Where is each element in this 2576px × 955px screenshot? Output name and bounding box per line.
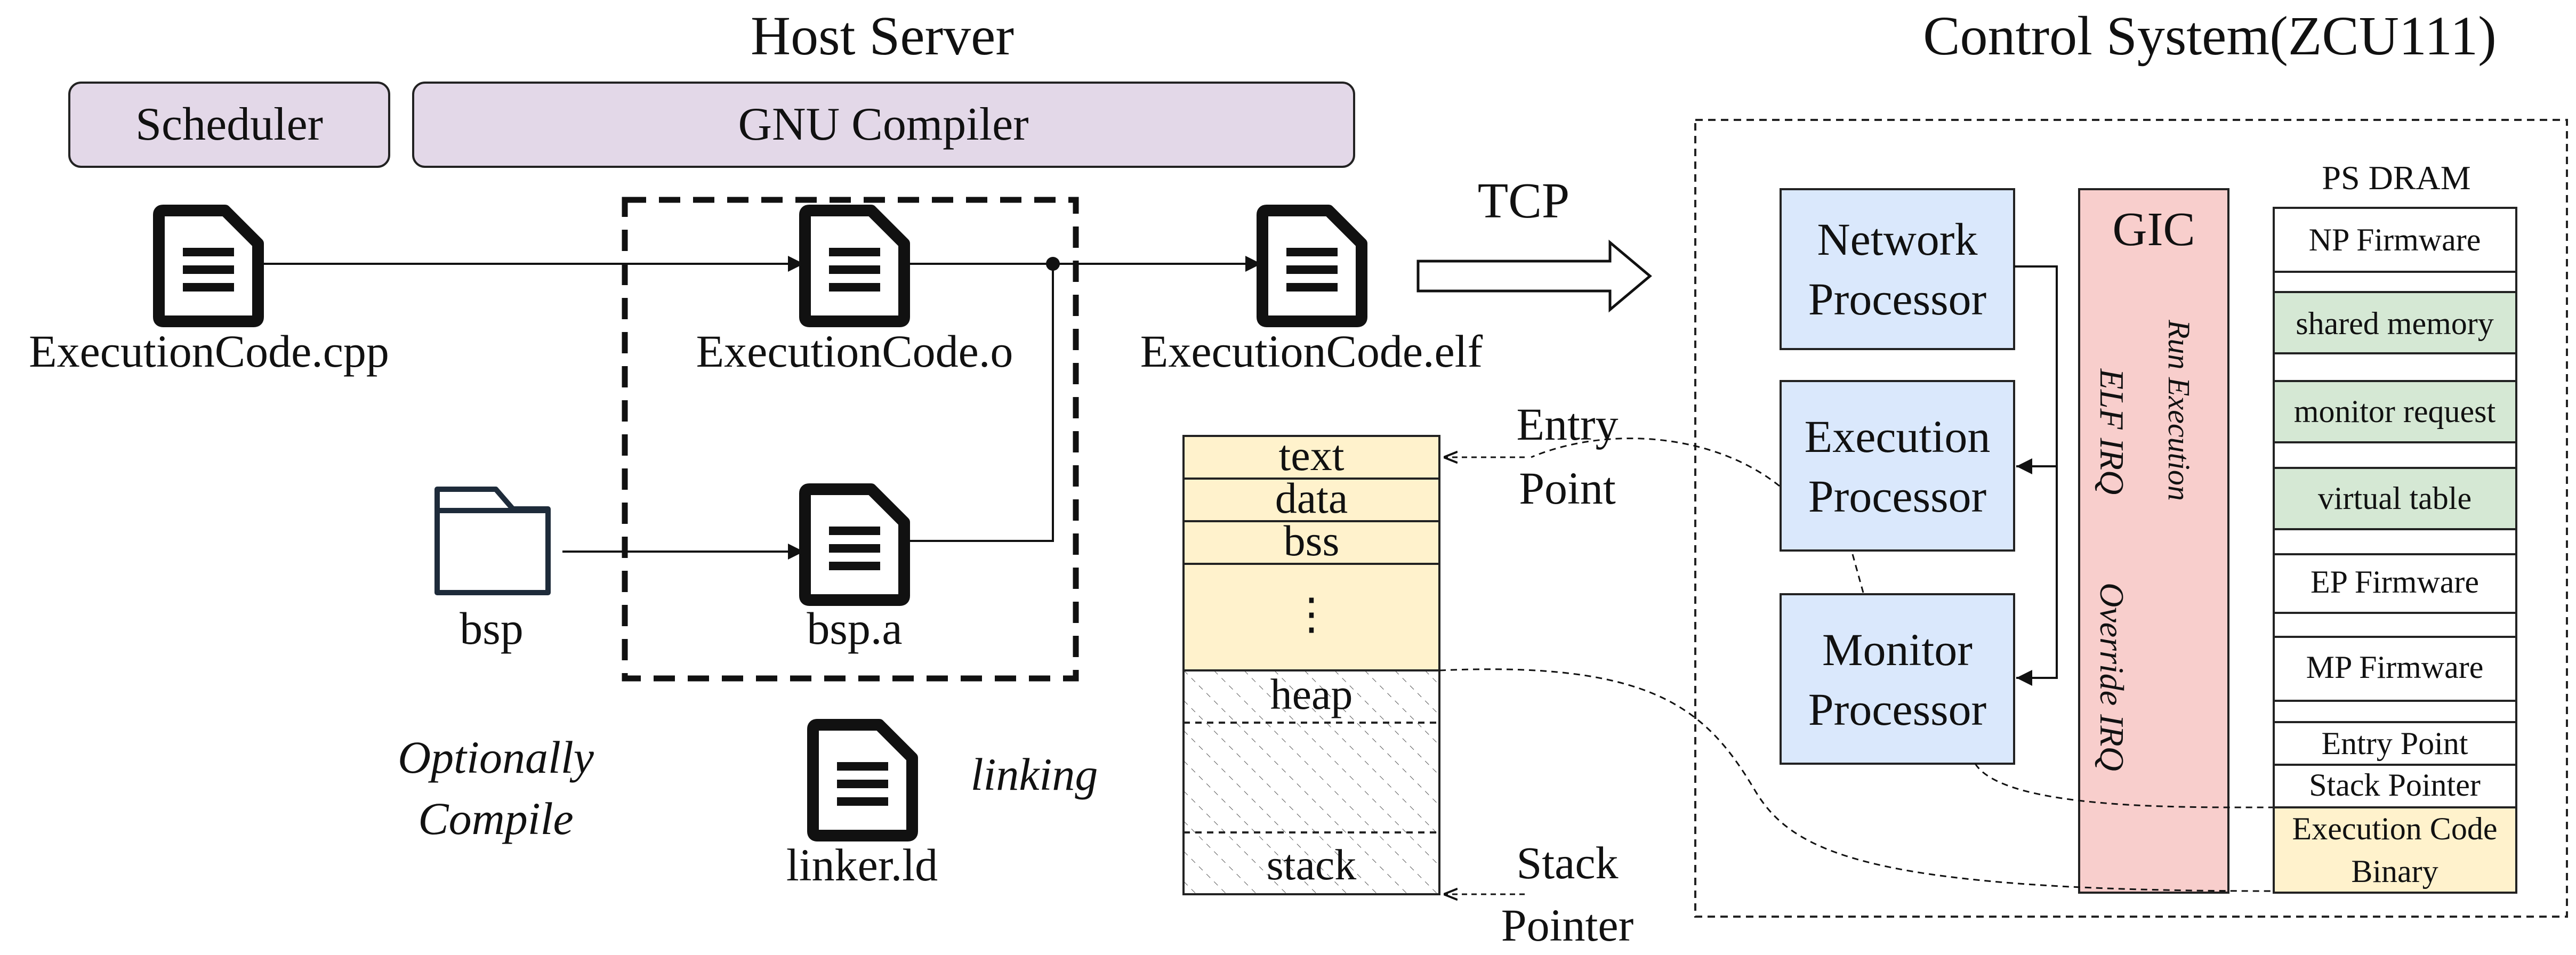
gic-box: GIC Run Execution ELF IRQ Override IRQ <box>2078 188 2229 894</box>
elf-file-icon <box>1257 205 1367 327</box>
elf-irq-label: ELF IRQ <box>2093 368 2131 495</box>
dram-binary-line2: Binary <box>2351 854 2438 889</box>
override-irq-label: Override IRQ <box>2093 582 2131 771</box>
ps-dram-stack: NP Firmware shared memory monitor reques… <box>2273 207 2517 894</box>
gnu-compiler-box: GNU Compiler <box>412 82 1355 168</box>
gnu-compiler-label: GNU Compiler <box>738 99 1028 150</box>
bsp-a-file-icon <box>799 483 910 606</box>
network-processor-label-line2: Processor <box>1808 273 1986 325</box>
dram-binary-line1: Execution Code <box>2292 811 2498 846</box>
optional-compile-note-line2: Compile <box>418 793 573 844</box>
dram-stack-pointer: Stack Pointer <box>2309 767 2481 803</box>
dram-mp-firmware: MP Firmware <box>2306 650 2484 685</box>
mem-bss-section: bss <box>1284 516 1340 565</box>
dram-np-firmware: NP Firmware <box>2309 222 2481 257</box>
dram-entry-point: Entry Point <box>2321 726 2468 761</box>
bsp-a-to-junction-line <box>905 264 1054 542</box>
mem-stack-section: stack <box>1267 840 1356 889</box>
monitor-processor-label-line2: Processor <box>1808 684 1986 735</box>
linking-region <box>622 197 1079 682</box>
mp-to-stack-pointer-dashed <box>1974 763 2273 808</box>
object-file-icon <box>799 205 910 327</box>
np-to-mp-arrow <box>2016 466 2058 686</box>
linker-file-icon <box>807 719 918 841</box>
mem-heap-section: heap <box>1270 670 1353 718</box>
mem-ellipsis: ⋮ <box>1290 590 1333 638</box>
scheduler-box: Scheduler <box>68 82 390 168</box>
execution-processor-label-line1: Execution <box>1805 411 1991 462</box>
ep-to-mp-dashed <box>1851 554 1864 593</box>
stack-pointer-label-line2: Pointer <box>1501 900 1633 951</box>
dram-ep-firmware: EP Firmware <box>2311 564 2479 600</box>
execution-processor-box: Execution Processor <box>1780 380 2015 552</box>
memory-layout: text data bss ⋮ heap stack <box>1182 431 1440 895</box>
heap-to-binary-dashed <box>1439 668 2273 892</box>
dram-shared-memory: shared memory <box>2296 306 2494 341</box>
mem-data-section: data <box>1275 474 1348 522</box>
tcp-arrow <box>1416 239 1652 313</box>
linker-file-label: linker.ld <box>786 839 938 891</box>
dram-virtual-table: virtual table <box>2318 481 2472 516</box>
object-file-label: ExecutionCode.o <box>696 326 1013 377</box>
run-execution-label: Run Execution <box>2162 319 2196 501</box>
network-processor-box: Network Processor <box>1780 188 2015 350</box>
bsp-folder-label: bsp <box>460 603 523 654</box>
execution-processor-label-line2: Processor <box>1808 471 1986 522</box>
cpp-file-label: ExecutionCode.cpp <box>29 326 389 377</box>
monitor-processor-box: Monitor Processor <box>1780 593 2015 765</box>
bsp-folder-icon <box>434 487 551 595</box>
elf-file-label: ExecutionCode.elf <box>1140 326 1483 377</box>
control-system-title: Control System(ZCU111) <box>1923 5 2497 67</box>
mem-text-section: text <box>1279 431 1345 480</box>
entry-point-label-line1: Entry <box>1516 399 1618 450</box>
cpp-file-icon <box>153 205 264 327</box>
ep-to-entry-point-dashed <box>1531 438 1780 487</box>
np-to-ep-arrow <box>2014 265 2058 474</box>
optional-compile-note-line1: Optionally <box>398 732 594 783</box>
gic-label: GIC <box>2113 203 2195 256</box>
dram-monitor-request: monitor request <box>2294 394 2496 429</box>
host-server-title: Host Server <box>751 5 1014 67</box>
entry-point-label-line2: Point <box>1519 463 1616 514</box>
tcp-label: TCP <box>1478 173 1569 229</box>
monitor-processor-label-line1: Monitor <box>1822 624 1973 675</box>
bsp-a-file-label: bsp.a <box>807 603 902 654</box>
ps-dram-title: PS DRAM <box>2322 159 2470 197</box>
stack-pointer-label-line1: Stack <box>1516 837 1618 888</box>
network-processor-label-line1: Network <box>1817 214 1978 265</box>
linking-note: linking <box>971 749 1098 800</box>
scheduler-label: Scheduler <box>135 99 323 150</box>
control-system-boundary <box>1694 119 2568 918</box>
